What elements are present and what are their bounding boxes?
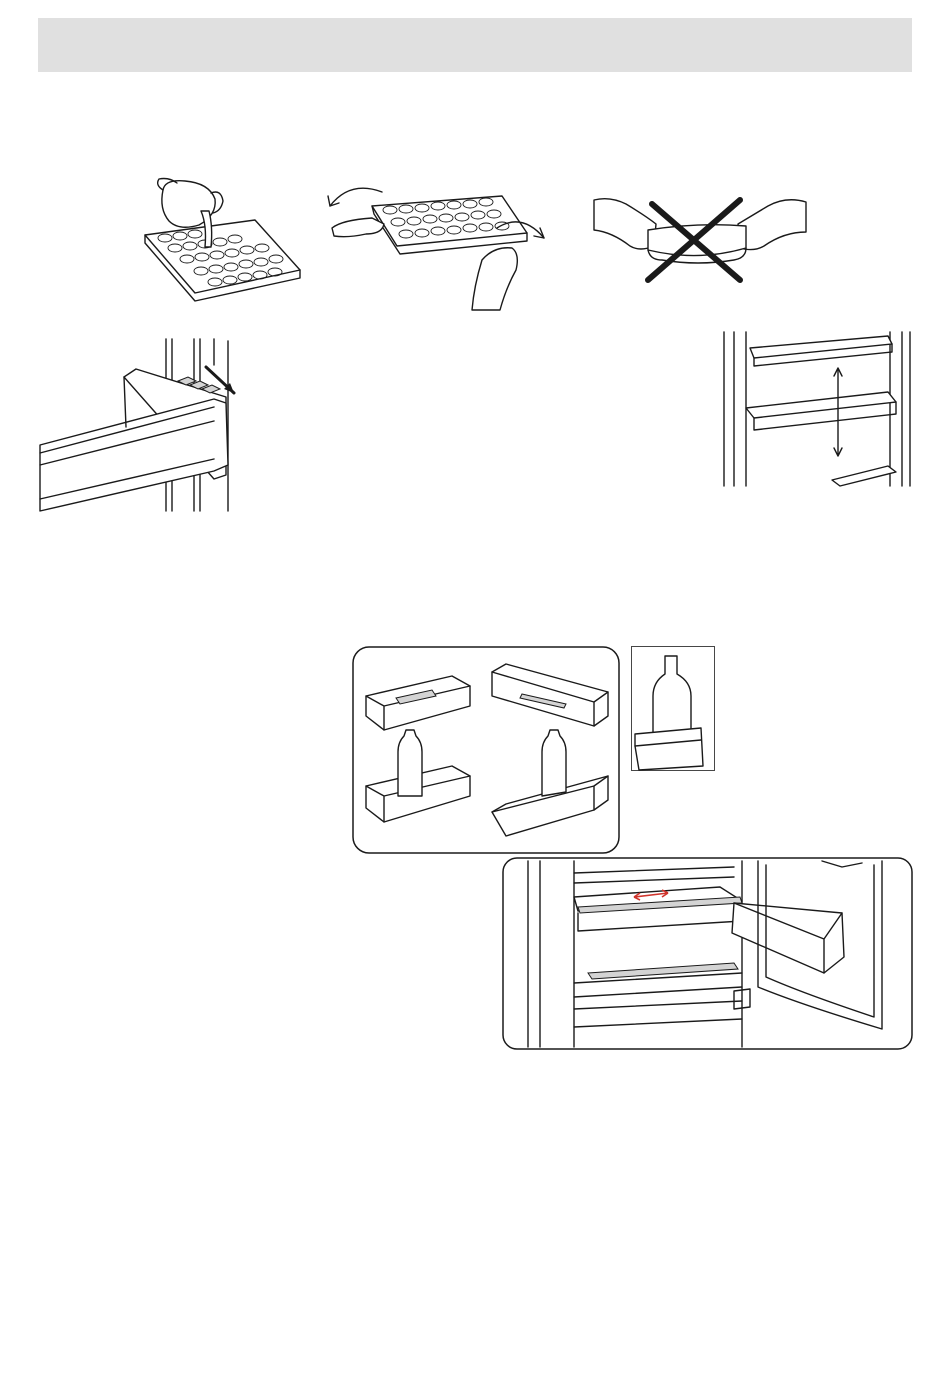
fridge-interior-slide-shelf-illustration	[502, 857, 913, 1050]
bottle-in-holder-illustration	[631, 646, 715, 771]
door-shelf-removal-illustration	[38, 335, 238, 515]
do-not-bend-cross-illustration	[590, 190, 810, 285]
door-shelf-height-adjust-illustration	[720, 330, 912, 488]
bottle-holder-positions-illustration	[352, 646, 620, 854]
header-bar	[38, 18, 912, 72]
ice-tray-twisting-illustration	[322, 178, 552, 313]
ice-tray-filling-illustration	[135, 175, 305, 305]
